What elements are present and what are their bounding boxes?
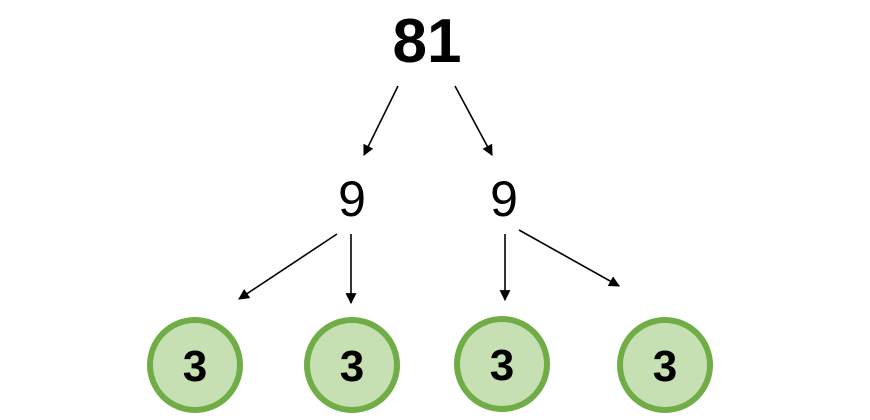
root-node-label: 81: [393, 7, 462, 76]
leaf-node-1-label: 3: [183, 342, 207, 391]
middle-node-right-label: 9: [490, 171, 518, 227]
leaf-node-4: 3: [617, 317, 713, 413]
leaf-node-2: 3: [304, 317, 400, 413]
arrow-right-9-to-leaf-4: [518, 229, 620, 287]
leaf-node-1-circle: [147, 317, 243, 413]
leaf-node-4-label: 3: [653, 342, 677, 391]
arrow-left-9-to-leaf-1: [238, 233, 338, 300]
middle-node-left-label: 9: [338, 171, 366, 227]
leaf-node-3-label: 3: [490, 341, 514, 390]
leaf-node-3-circle: [454, 316, 550, 412]
leaf-node-4-circle: [617, 317, 713, 413]
leaf-node-2-circle: [304, 317, 400, 413]
leaf-node-2-label: 3: [340, 342, 364, 391]
arrow-root-to-left-9: [363, 85, 399, 156]
leaf-node-3: 3: [454, 316, 550, 412]
arrow-root-to-right-9: [454, 85, 493, 156]
leaf-node-1: 3: [147, 317, 243, 413]
